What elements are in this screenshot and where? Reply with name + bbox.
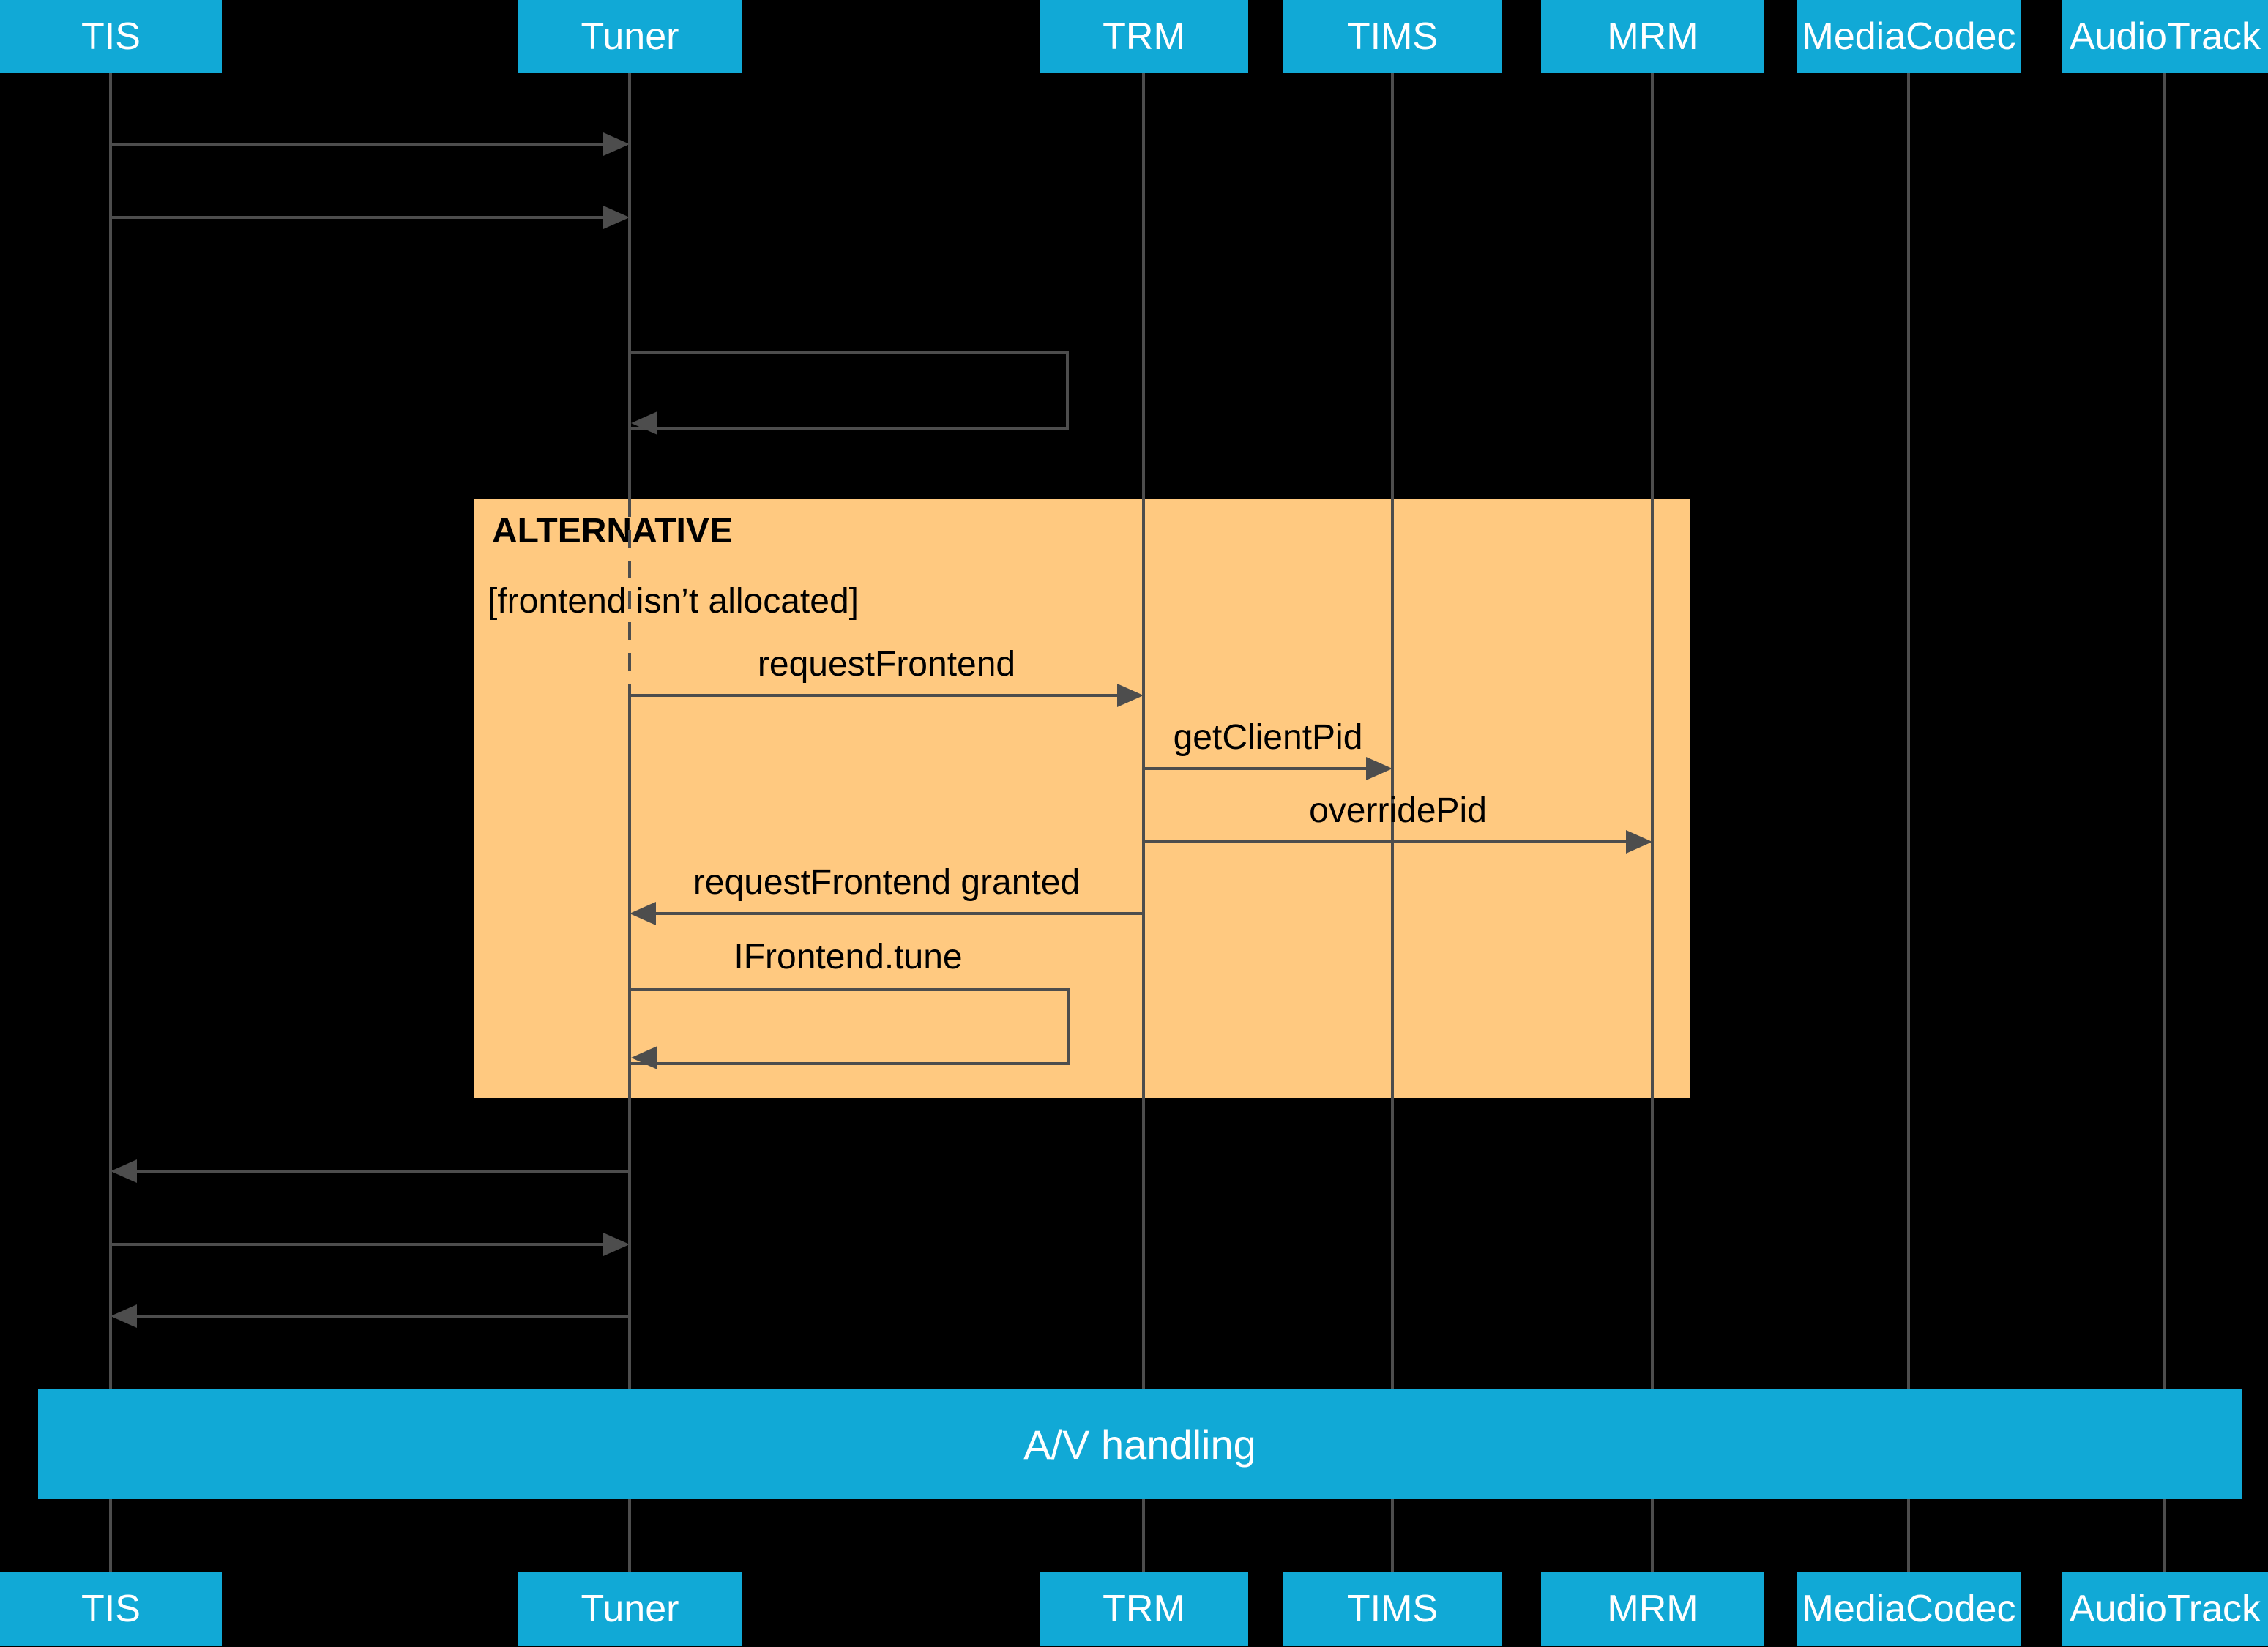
message-label-requestfrontend-granted: requestFrontend granted	[693, 863, 1081, 902]
av-handling-label: A/V handling	[1023, 1421, 1256, 1468]
arrowhead-right-message-10	[603, 1233, 630, 1256]
participant-box-bottom-tis: TIS	[0, 1572, 222, 1646]
message-line-requestfrontend-granted	[653, 912, 1144, 915]
participant-box-bottom-audiotrack: AudioTrack	[2062, 1572, 2268, 1646]
arrowhead-left-requestfrontend-granted	[630, 902, 656, 925]
arrowhead-left-message-3	[631, 411, 657, 435]
self-call-ifrontend-tune	[630, 988, 1070, 1065]
arrowhead-left-ifrontend-tune	[631, 1046, 657, 1069]
participant-box-top-audiotrack: AudioTrack	[2062, 0, 2268, 73]
self-call-message-3	[630, 351, 1069, 430]
arrowhead-left-message-9	[111, 1159, 137, 1183]
message-label-overridepid: overridePid	[1309, 791, 1487, 830]
lifeline-mrm	[1651, 73, 1654, 1389]
lifeline-mediacodec	[1907, 1499, 1910, 1572]
message-line-getclientpid	[1144, 767, 1369, 770]
participant-box-top-tuner: Tuner	[518, 0, 742, 73]
participant-box-bottom-tims: TIMS	[1283, 1572, 1502, 1646]
lifeline-tims	[1391, 73, 1394, 1389]
participant-box-bottom-trm: TRM	[1040, 1572, 1248, 1646]
participant-box-bottom-tuner: Tuner	[518, 1572, 742, 1646]
lifeline-audiotrack	[2163, 73, 2166, 1389]
arrowhead-right-requestfrontend	[1117, 684, 1144, 707]
arrowhead-right-message-1	[603, 132, 630, 156]
participant-box-bottom-mediacodec: MediaCodec	[1797, 1572, 2021, 1646]
message-line-message-1	[111, 143, 606, 146]
participant-box-top-mrm: MRM	[1541, 0, 1764, 73]
arrowhead-left-message-11	[111, 1304, 137, 1328]
lifeline-tis	[109, 73, 112, 1389]
participant-box-top-trm: TRM	[1040, 0, 1248, 73]
lifeline-mrm	[1651, 1499, 1654, 1572]
lifeline-trm	[1142, 73, 1145, 1389]
message-line-message-9	[134, 1170, 630, 1173]
lifeline-tuner	[628, 1499, 631, 1572]
lifeline-mediacodec	[1907, 73, 1910, 1389]
lifeline-audiotrack	[2163, 1499, 2166, 1572]
message-label-ifrontend-tune: IFrontend.tune	[734, 938, 963, 976]
message-line-message-11	[134, 1315, 630, 1318]
lifeline-tuner	[628, 692, 631, 1389]
participant-box-top-mediacodec: MediaCodec	[1797, 0, 2021, 73]
message-line-message-2	[111, 216, 606, 219]
message-label-getclientpid: getClientPid	[1173, 718, 1363, 757]
arrowhead-right-overridepid	[1626, 830, 1652, 854]
alt-fragment-condition: [frontend isn’t allocated]	[488, 582, 859, 621]
participant-box-top-tims: TIMS	[1283, 0, 1502, 73]
lifeline-tuner-dashed-segment	[628, 499, 631, 692]
lifeline-trm	[1142, 1499, 1145, 1572]
lifeline-tuner	[628, 73, 631, 499]
participant-box-top-tis: TIS	[0, 0, 222, 73]
alt-fragment-title: ALTERNATIVE	[492, 512, 733, 550]
message-line-requestfrontend	[630, 694, 1120, 697]
message-line-message-10	[111, 1243, 606, 1246]
lifeline-tims	[1391, 1499, 1394, 1572]
message-label-requestfrontend: requestFrontend	[757, 645, 1016, 684]
lifeline-tis	[109, 1499, 112, 1572]
alt-fragment: ALTERNATIVE [frontend isn’t allocated]	[474, 499, 1690, 1098]
av-handling-bar: A/V handling	[38, 1389, 2242, 1499]
participant-box-bottom-mrm: MRM	[1541, 1572, 1764, 1646]
arrowhead-right-getclientpid	[1366, 757, 1392, 780]
message-line-overridepid	[1144, 840, 1629, 843]
arrowhead-right-message-2	[603, 206, 630, 229]
